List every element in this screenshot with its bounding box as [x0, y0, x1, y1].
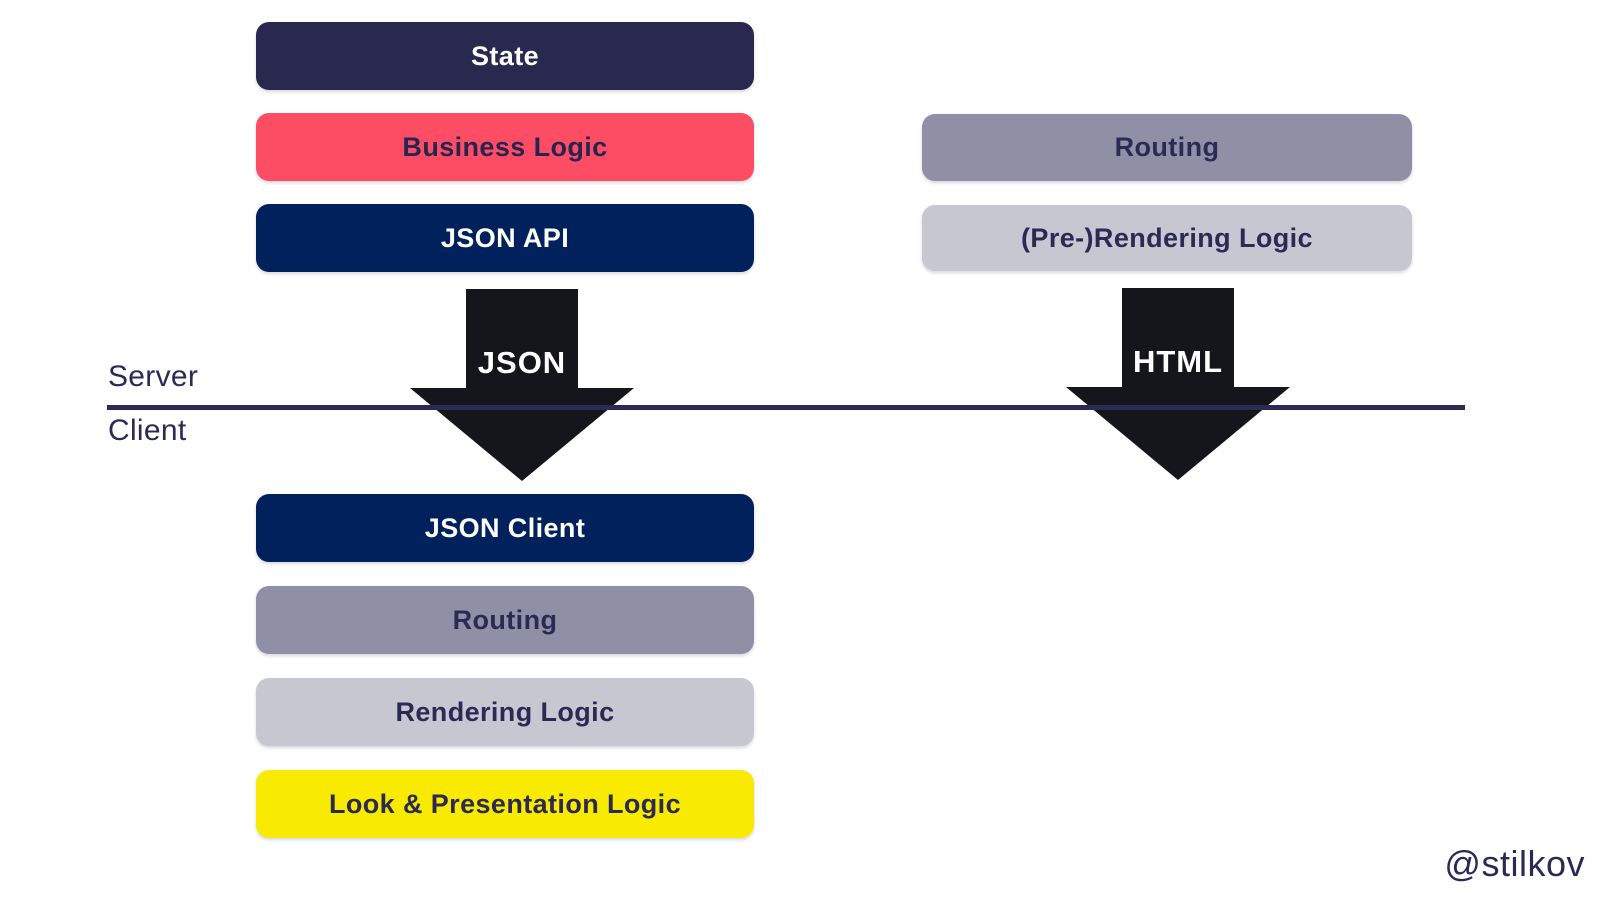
- client-tier-label: Client: [108, 414, 187, 447]
- box-look-presentation-logic: Look & Presentation Logic: [256, 770, 754, 838]
- server-client-divider: [107, 405, 1465, 410]
- box-pre-rendering-logic: (Pre-)Rendering Logic: [922, 205, 1412, 271]
- arrow-down-shape: [410, 289, 634, 481]
- json-arrow-icon: JSON: [410, 289, 634, 481]
- box-business-logic: Business Logic: [256, 113, 754, 181]
- box-server-routing: Routing: [922, 114, 1412, 181]
- json-arrow-label: JSON: [478, 345, 566, 380]
- attribution-handle: @stilkov: [1444, 843, 1585, 884]
- html-arrow-icon: HTML: [1066, 288, 1290, 480]
- server-tier-label: Server: [108, 360, 199, 393]
- box-client-routing: Routing: [256, 586, 754, 654]
- html-arrow-label: HTML: [1133, 344, 1223, 379]
- box-json-client: JSON Client: [256, 494, 754, 562]
- arrow-down-shape: [1066, 288, 1290, 480]
- box-state: State: [256, 22, 754, 90]
- box-rendering-logic: Rendering Logic: [256, 678, 754, 746]
- box-json-api: JSON API: [256, 204, 754, 272]
